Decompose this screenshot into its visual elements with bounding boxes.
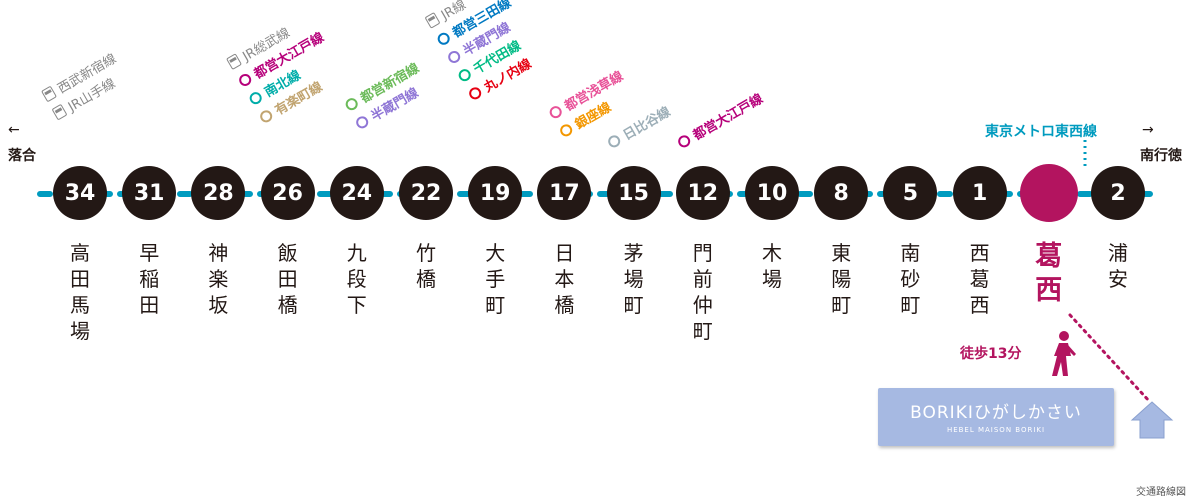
building-subname: HEBEL MAISON BORIKI <box>946 426 1046 434</box>
station-circle: 28 <box>191 166 246 220</box>
station-name: 竹橋 <box>416 241 436 291</box>
station-circle: 34 <box>53 166 107 220</box>
walk-time-label: 徒歩13分 <box>960 346 1022 362</box>
station-name: 九段下 <box>346 241 367 317</box>
station-circle: 12 <box>675 166 730 220</box>
caption: 交通路線図 <box>1136 487 1186 498</box>
station-circle: 26 <box>260 166 315 220</box>
home-icon <box>1130 401 1174 439</box>
building-name: BORIKIひがしかさい <box>910 403 1082 423</box>
station-name: 門前仲町 <box>692 241 713 343</box>
right-arrow-icon: → <box>1142 122 1154 138</box>
walking-person-icon <box>1052 331 1076 376</box>
station-circle: 17 <box>537 166 592 220</box>
direction-left-label: 落合 <box>8 148 36 164</box>
station-circle: 5 <box>883 166 938 220</box>
station-name: 南砂町 <box>900 241 921 317</box>
station-circle: 8 <box>814 166 869 220</box>
destination-building: BORIKIひがしかさい HEBEL MAISON BORIKI <box>878 388 1114 446</box>
station-circle: 15 <box>606 166 661 220</box>
station-circle <box>1019 164 1078 222</box>
line-name-label: 東京メトロ東西線 <box>985 124 1097 140</box>
station-name: 高田馬場 <box>70 241 90 343</box>
station-circle: 31 <box>122 166 177 220</box>
station-circle: 19 <box>468 166 523 220</box>
station-name: 早稲田 <box>139 241 160 317</box>
station-circle: 1 <box>952 166 1007 220</box>
station-circle: 10 <box>745 166 799 220</box>
walk-path <box>1068 313 1152 404</box>
direction-right-label: 南行徳 <box>1140 148 1182 164</box>
station-name: 大手町 <box>485 241 506 317</box>
station-name: 浦安 <box>1108 241 1128 291</box>
station-name: 木場 <box>762 241 782 291</box>
station-name: 西葛西 <box>969 241 990 317</box>
station-circle: 22 <box>399 166 453 220</box>
station-name: 葛西 <box>1035 241 1063 306</box>
station-name: 飯田橋 <box>277 241 298 317</box>
station-name: 茅場町 <box>623 241 644 317</box>
station-circle: 2 <box>1091 166 1145 220</box>
station-circle: 24 <box>329 166 384 220</box>
station-name: 神楽坂 <box>208 241 229 317</box>
station-name: 東陽町 <box>831 241 852 317</box>
station-name: 日本橋 <box>554 241 575 317</box>
left-arrow-icon: ← <box>8 122 20 138</box>
